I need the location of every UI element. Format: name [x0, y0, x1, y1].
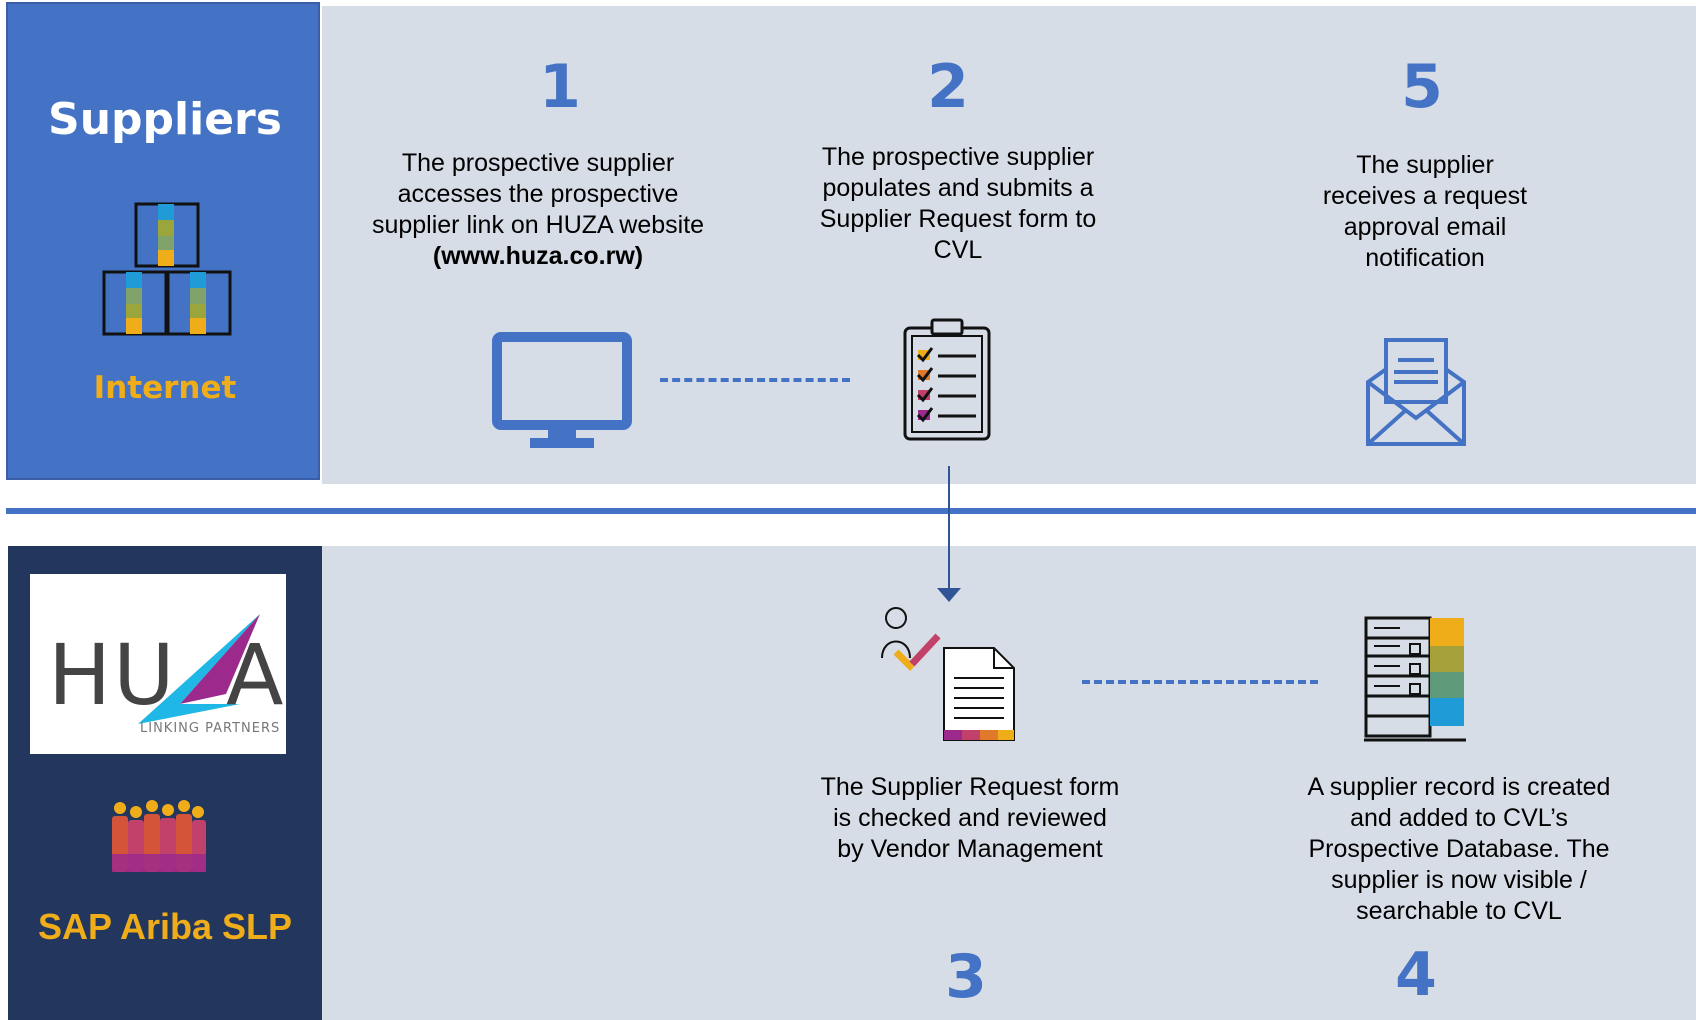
svg-text:LINKING PARTNERS: LINKING PARTNERS — [140, 721, 280, 736]
section-divider — [6, 508, 1696, 514]
step-5-text: The supplier receives a request approval… — [1322, 151, 1528, 272]
huza-website-link: (www.huza.co.rw) — [432, 242, 644, 270]
step-4-text: A supplier record is created and added t… — [1307, 773, 1611, 925]
step-2-number: 2 — [927, 52, 969, 122]
svg-text:HU: HU — [48, 626, 177, 724]
step-4-number: 4 — [1395, 940, 1437, 1010]
suppliers-sidebar: Suppliers Internet — [6, 2, 320, 480]
down-arrow-icon — [937, 466, 961, 602]
step-1-number: 1 — [539, 52, 581, 122]
step-2-text: The prospective supplier populates and s… — [819, 143, 1097, 264]
step-3-number: 3 — [945, 942, 987, 1012]
sap-panel — [322, 546, 1696, 1020]
people-group-icon — [112, 800, 206, 872]
step-5-number: 5 — [1401, 52, 1443, 122]
connector-1-2 — [660, 378, 850, 382]
suppliers-title: Suppliers — [48, 94, 282, 145]
sap-label: SAP Ariba SLP — [37, 906, 293, 947]
huza-logo-mark: HU A LINKING PARTNERS — [48, 614, 283, 736]
monitor-icon — [492, 332, 632, 448]
database-icon — [1364, 616, 1466, 742]
huza-logo: HU A LINKING PARTNERS — [30, 574, 286, 754]
internet-label: Internet — [93, 370, 237, 406]
internet-panel — [322, 6, 1696, 484]
boxes-icon — [102, 202, 232, 336]
step-1-description: The prospective supplier accesses the pr… — [371, 149, 705, 239]
step-1-text: The prospective supplier accesses the pr… — [370, 148, 706, 272]
step-3-text: The Supplier Request form is checked and… — [820, 773, 1120, 863]
connector-3-4 — [1082, 680, 1318, 684]
review-document-icon — [881, 607, 1015, 741]
svg-text:A: A — [226, 626, 283, 724]
clipboard-checklist-icon — [903, 318, 991, 441]
envelope-icon — [1366, 338, 1466, 446]
